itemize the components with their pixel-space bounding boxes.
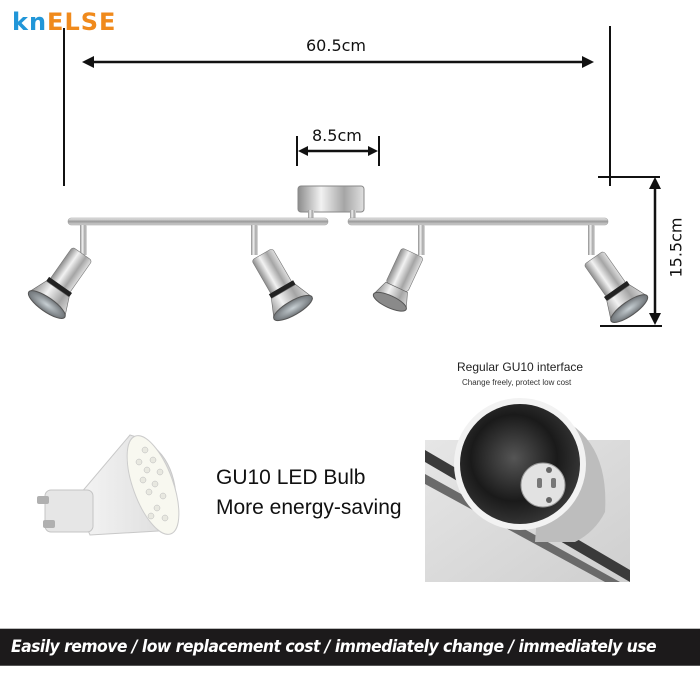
logo-part-orange: ELSE — [47, 8, 117, 36]
feature-banner: Easily remove / low replacement cost / i… — [0, 628, 700, 666]
total-length-label: 60.5cm — [306, 36, 367, 55]
spotlight-fixture-image — [27, 185, 649, 323]
gu10-socket-image — [425, 398, 630, 582]
base-left-tick — [296, 136, 298, 166]
banner-text: Easily remove / low replacement cost / i… — [11, 637, 657, 657]
led-bulb-image — [37, 434, 180, 536]
logo-part-blue: kn — [12, 8, 48, 36]
length-arrow-icon — [82, 56, 594, 68]
base-right-tick — [378, 136, 380, 166]
left-extension-line — [63, 28, 65, 186]
base-diameter-label: 8.5cm — [312, 126, 362, 145]
height-top-line — [598, 176, 660, 178]
height-arrow-icon — [649, 177, 661, 325]
height-label: 15.5cm — [666, 217, 686, 278]
interface-title: Regular GU10 interface — [457, 360, 584, 374]
base-width-arrow-icon — [298, 146, 378, 156]
bulb-title: GU10 LED Bulb — [216, 466, 366, 489]
interface-subtitle: Change freely, protect low cost — [462, 378, 572, 387]
bulb-subtitle: More energy-saving — [216, 496, 402, 519]
brand-logo: knELSE — [12, 8, 116, 36]
bulb-description: GU10 LED Bulb More energy-saving — [216, 463, 402, 523]
height-bottom-line — [600, 325, 662, 327]
right-extension-line — [609, 26, 611, 186]
